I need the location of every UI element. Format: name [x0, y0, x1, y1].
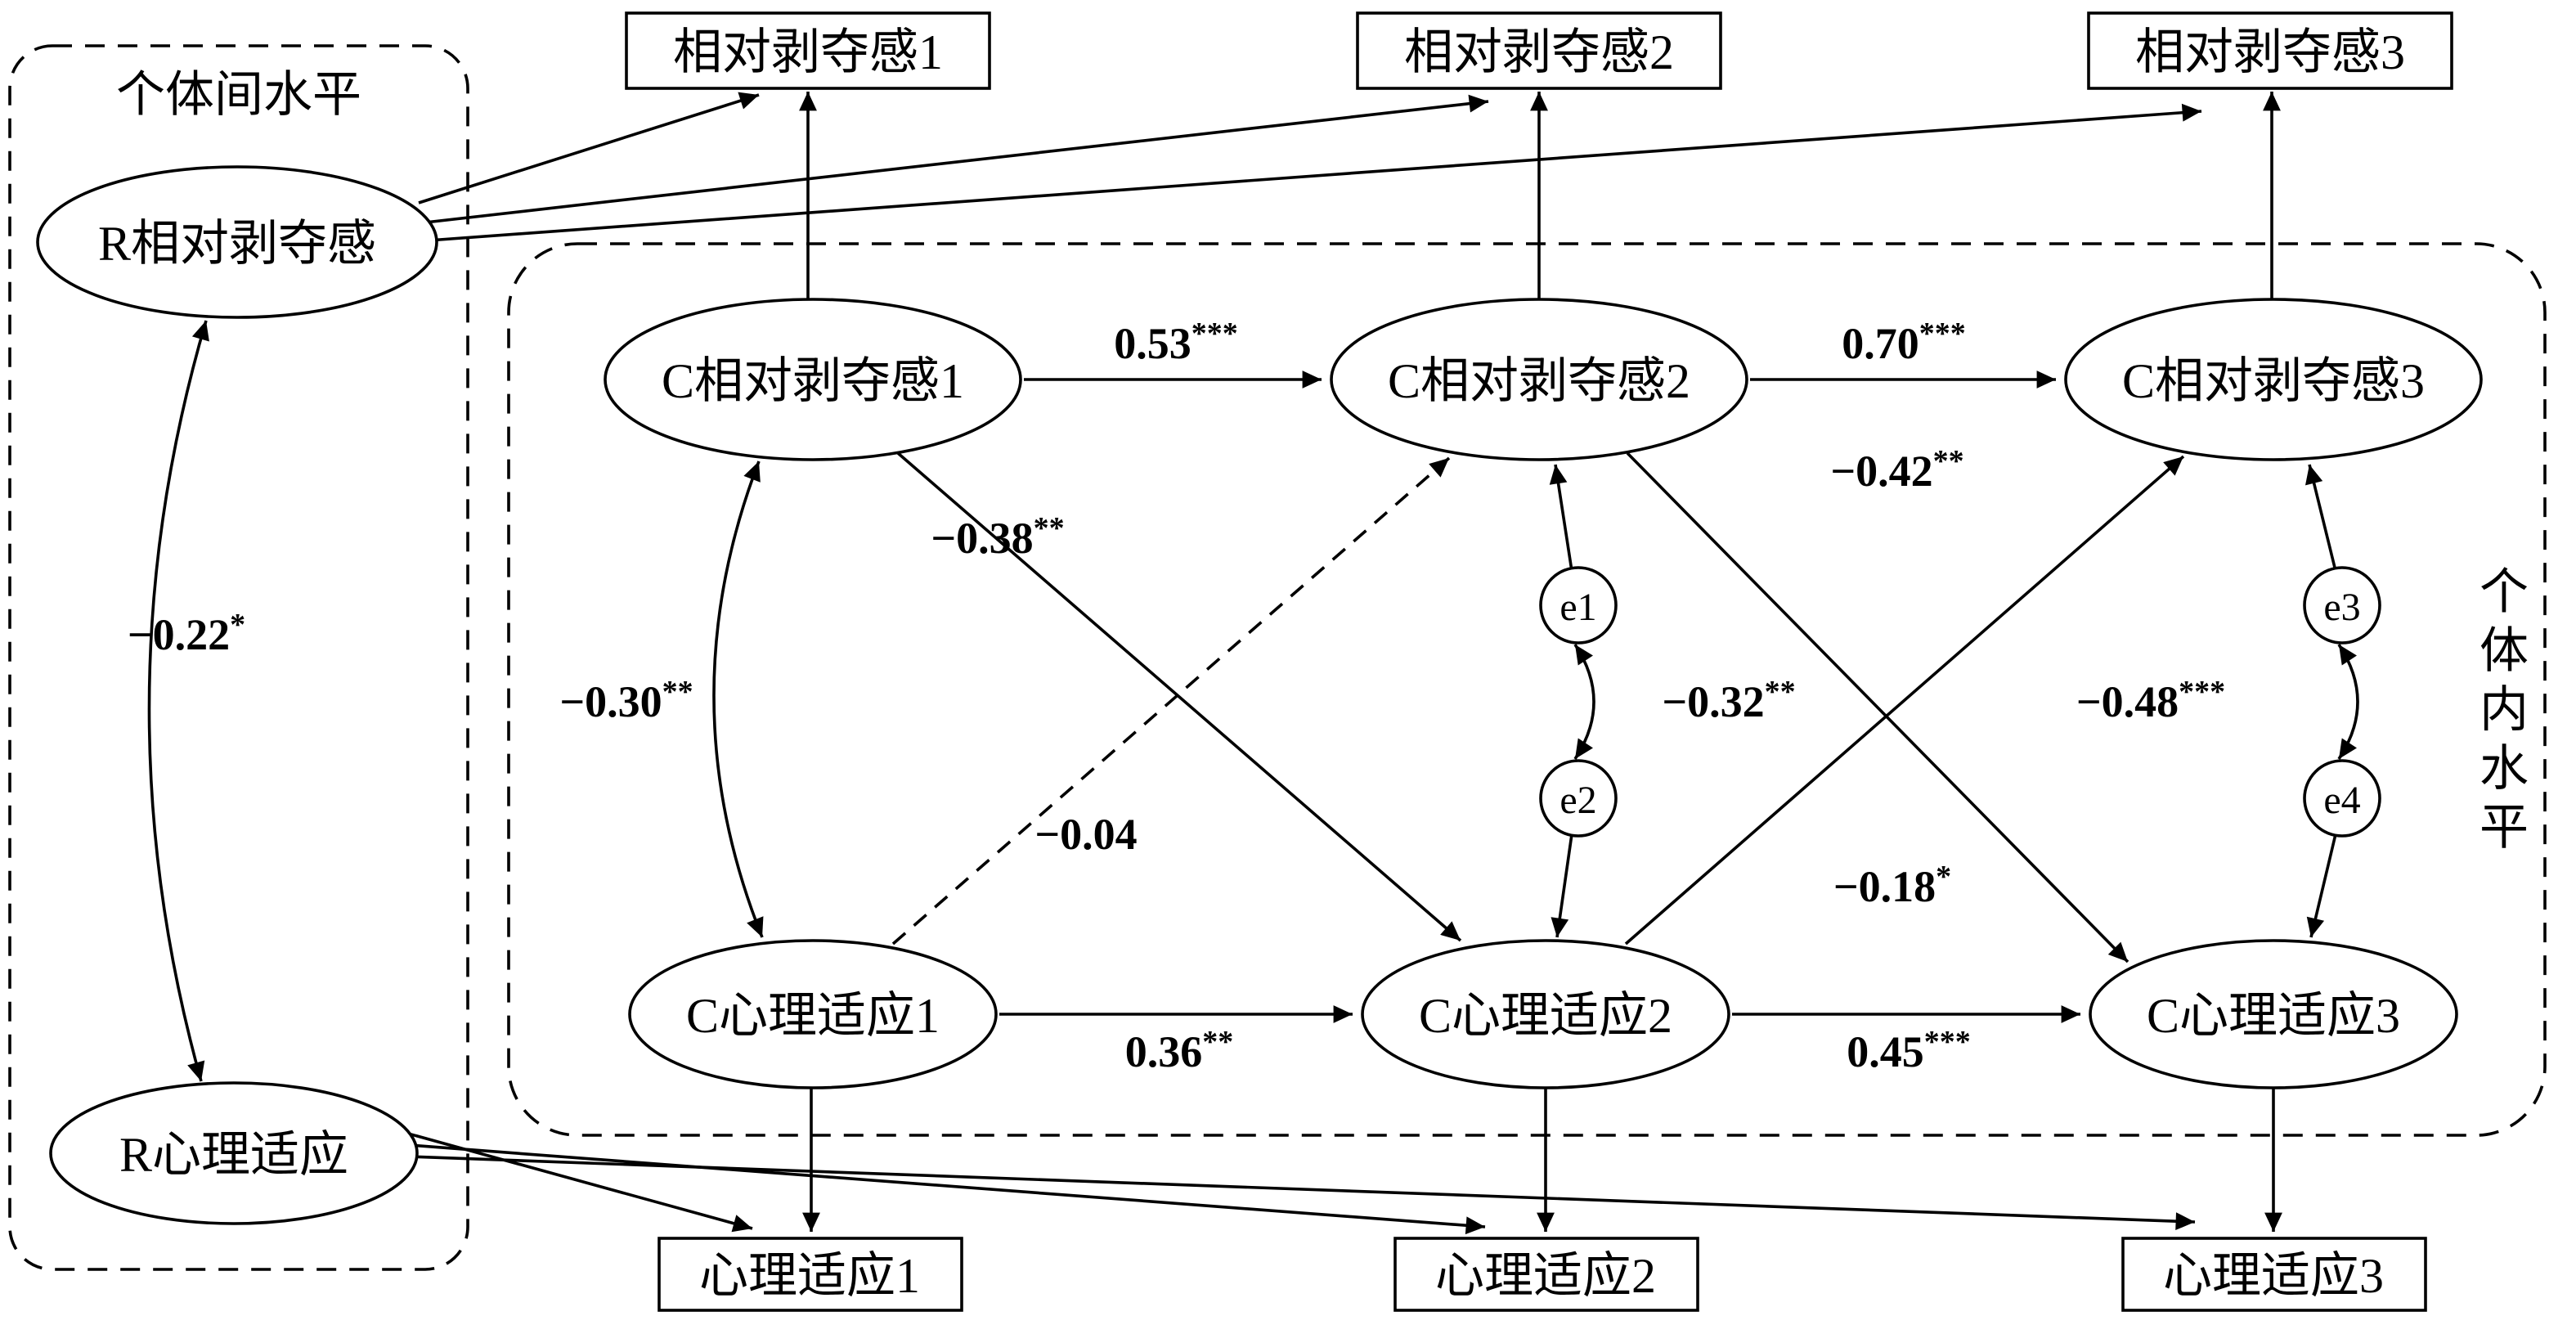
coef-dep1-ada1: −0.30** — [559, 675, 693, 726]
corr-r-dep-r-ada-curve — [147, 320, 209, 1082]
latent-r-ada-ellipse — [49, 1081, 419, 1225]
within-level-frame — [507, 242, 2547, 1137]
observed-dep1-label: 相对剥夺感1 — [673, 25, 943, 79]
path-ada1-to-dep2-dashed — [891, 456, 1451, 945]
latent-c-dep3-ellipse — [2064, 298, 2483, 461]
coef-dep1-ada2: −0.38** — [931, 511, 1064, 563]
r-ada-to-obs-ada1-arrow — [402, 1130, 753, 1233]
observed-ada2-label: 心理适应2 — [1435, 1249, 1656, 1303]
observed-dep3-box — [2087, 11, 2453, 90]
r-dep-to-obs-dep2-arrow — [424, 94, 1489, 224]
within-level-label: 个体内水平 — [2480, 565, 2529, 855]
observed-ada3-label: 心理适应3 — [2163, 1249, 2384, 1303]
latent-r-dep-ellipse — [36, 165, 438, 319]
error-e4-label: e4 — [2323, 779, 2360, 822]
observed-dep3-label: 相对剥夺感3 — [2135, 25, 2405, 79]
error-e2-label: e2 — [1560, 779, 1596, 822]
path-ada2-to-dep3 — [1624, 455, 2185, 945]
latent-c-ada1-ellipse — [628, 939, 998, 1089]
error-e4-circle — [2303, 759, 2381, 838]
latent-c-dep3-label: C相对剥夺感3 — [2122, 354, 2425, 408]
latent-c-dep2-label: C相对剥夺感2 — [1388, 354, 1690, 408]
error-e1-circle — [1539, 566, 1618, 645]
e4-to-ada3-arrow — [2306, 833, 2337, 938]
observed-dep2-box — [1356, 11, 1722, 90]
latent-r-ada-label: R心理适应 — [119, 1128, 348, 1182]
observed-ada1-box — [657, 1237, 963, 1312]
coef-ada1-ada2: 0.36** — [1125, 1025, 1234, 1076]
r-dep-to-obs-dep3-arrow — [428, 103, 2202, 242]
e2-to-ada2-arrow — [1551, 833, 1573, 938]
e1-to-dep2-arrow — [1549, 464, 1573, 572]
corr-e3-e4-curve — [2337, 644, 2359, 760]
coef-e1-e2: −0.32** — [1662, 675, 1795, 726]
latent-r-dep-label: R相对剥夺感 — [98, 217, 376, 271]
observed-dep1-box — [625, 11, 991, 90]
coef-dep2-ada3: −0.18* — [1833, 860, 1951, 911]
coef-between-corr: −0.22* — [128, 608, 245, 659]
coef-e3-e4: −0.48*** — [2076, 675, 2225, 726]
coef-dep2-dep3: 0.70*** — [1842, 317, 1966, 368]
latent-c-dep2-ellipse — [1330, 298, 1748, 461]
coef-dep1-dep2: 0.53*** — [1114, 317, 1238, 368]
latent-c-ada1-label: C心理适应1 — [686, 989, 940, 1043]
corr-e1-e2-curve — [1573, 644, 1595, 760]
r-dep-to-obs-dep1-arrow — [418, 92, 760, 204]
between-level-frame — [8, 44, 469, 1271]
coef-ada1-dep2: −0.04 — [1034, 810, 1137, 859]
observed-ada1-label: 心理适应1 — [699, 1249, 920, 1303]
e3-to-dep3-arrow — [2304, 464, 2337, 572]
latent-c-ada3-ellipse — [2089, 939, 2458, 1089]
latent-c-ada3-label: C心理适应3 — [2147, 989, 2400, 1043]
error-e3-label: e3 — [2323, 586, 2360, 629]
error-e1-label: e1 — [1560, 586, 1596, 629]
between-level-label: 个体间水平 — [116, 68, 361, 122]
observed-ada2-box — [1393, 1237, 1699, 1312]
error-e2-circle — [1539, 759, 1618, 838]
latent-c-dep1-label: C相对剥夺感1 — [662, 354, 964, 408]
observed-dep2-label: 相对剥夺感2 — [1404, 25, 1674, 79]
corr-dep1-ada1-curve — [712, 460, 764, 938]
latent-c-ada2-label: C心理适应2 — [1419, 989, 1672, 1043]
r-ada-to-obs-ada3-arrow — [408, 1155, 2196, 1231]
path-dep2-to-ada3 — [1626, 451, 2129, 963]
observed-ada3-box — [2121, 1237, 2427, 1312]
r-ada-to-obs-ada2-arrow — [408, 1143, 1486, 1235]
error-e3-circle — [2303, 566, 2381, 645]
path-dep1-to-ada2 — [896, 451, 1462, 942]
latent-c-dep1-ellipse — [604, 298, 1022, 461]
latent-c-ada2-ellipse — [1361, 939, 1730, 1089]
coef-ada2-dep3: −0.42** — [1830, 444, 1963, 496]
coef-ada2-ada3: 0.45*** — [1847, 1025, 1971, 1076]
